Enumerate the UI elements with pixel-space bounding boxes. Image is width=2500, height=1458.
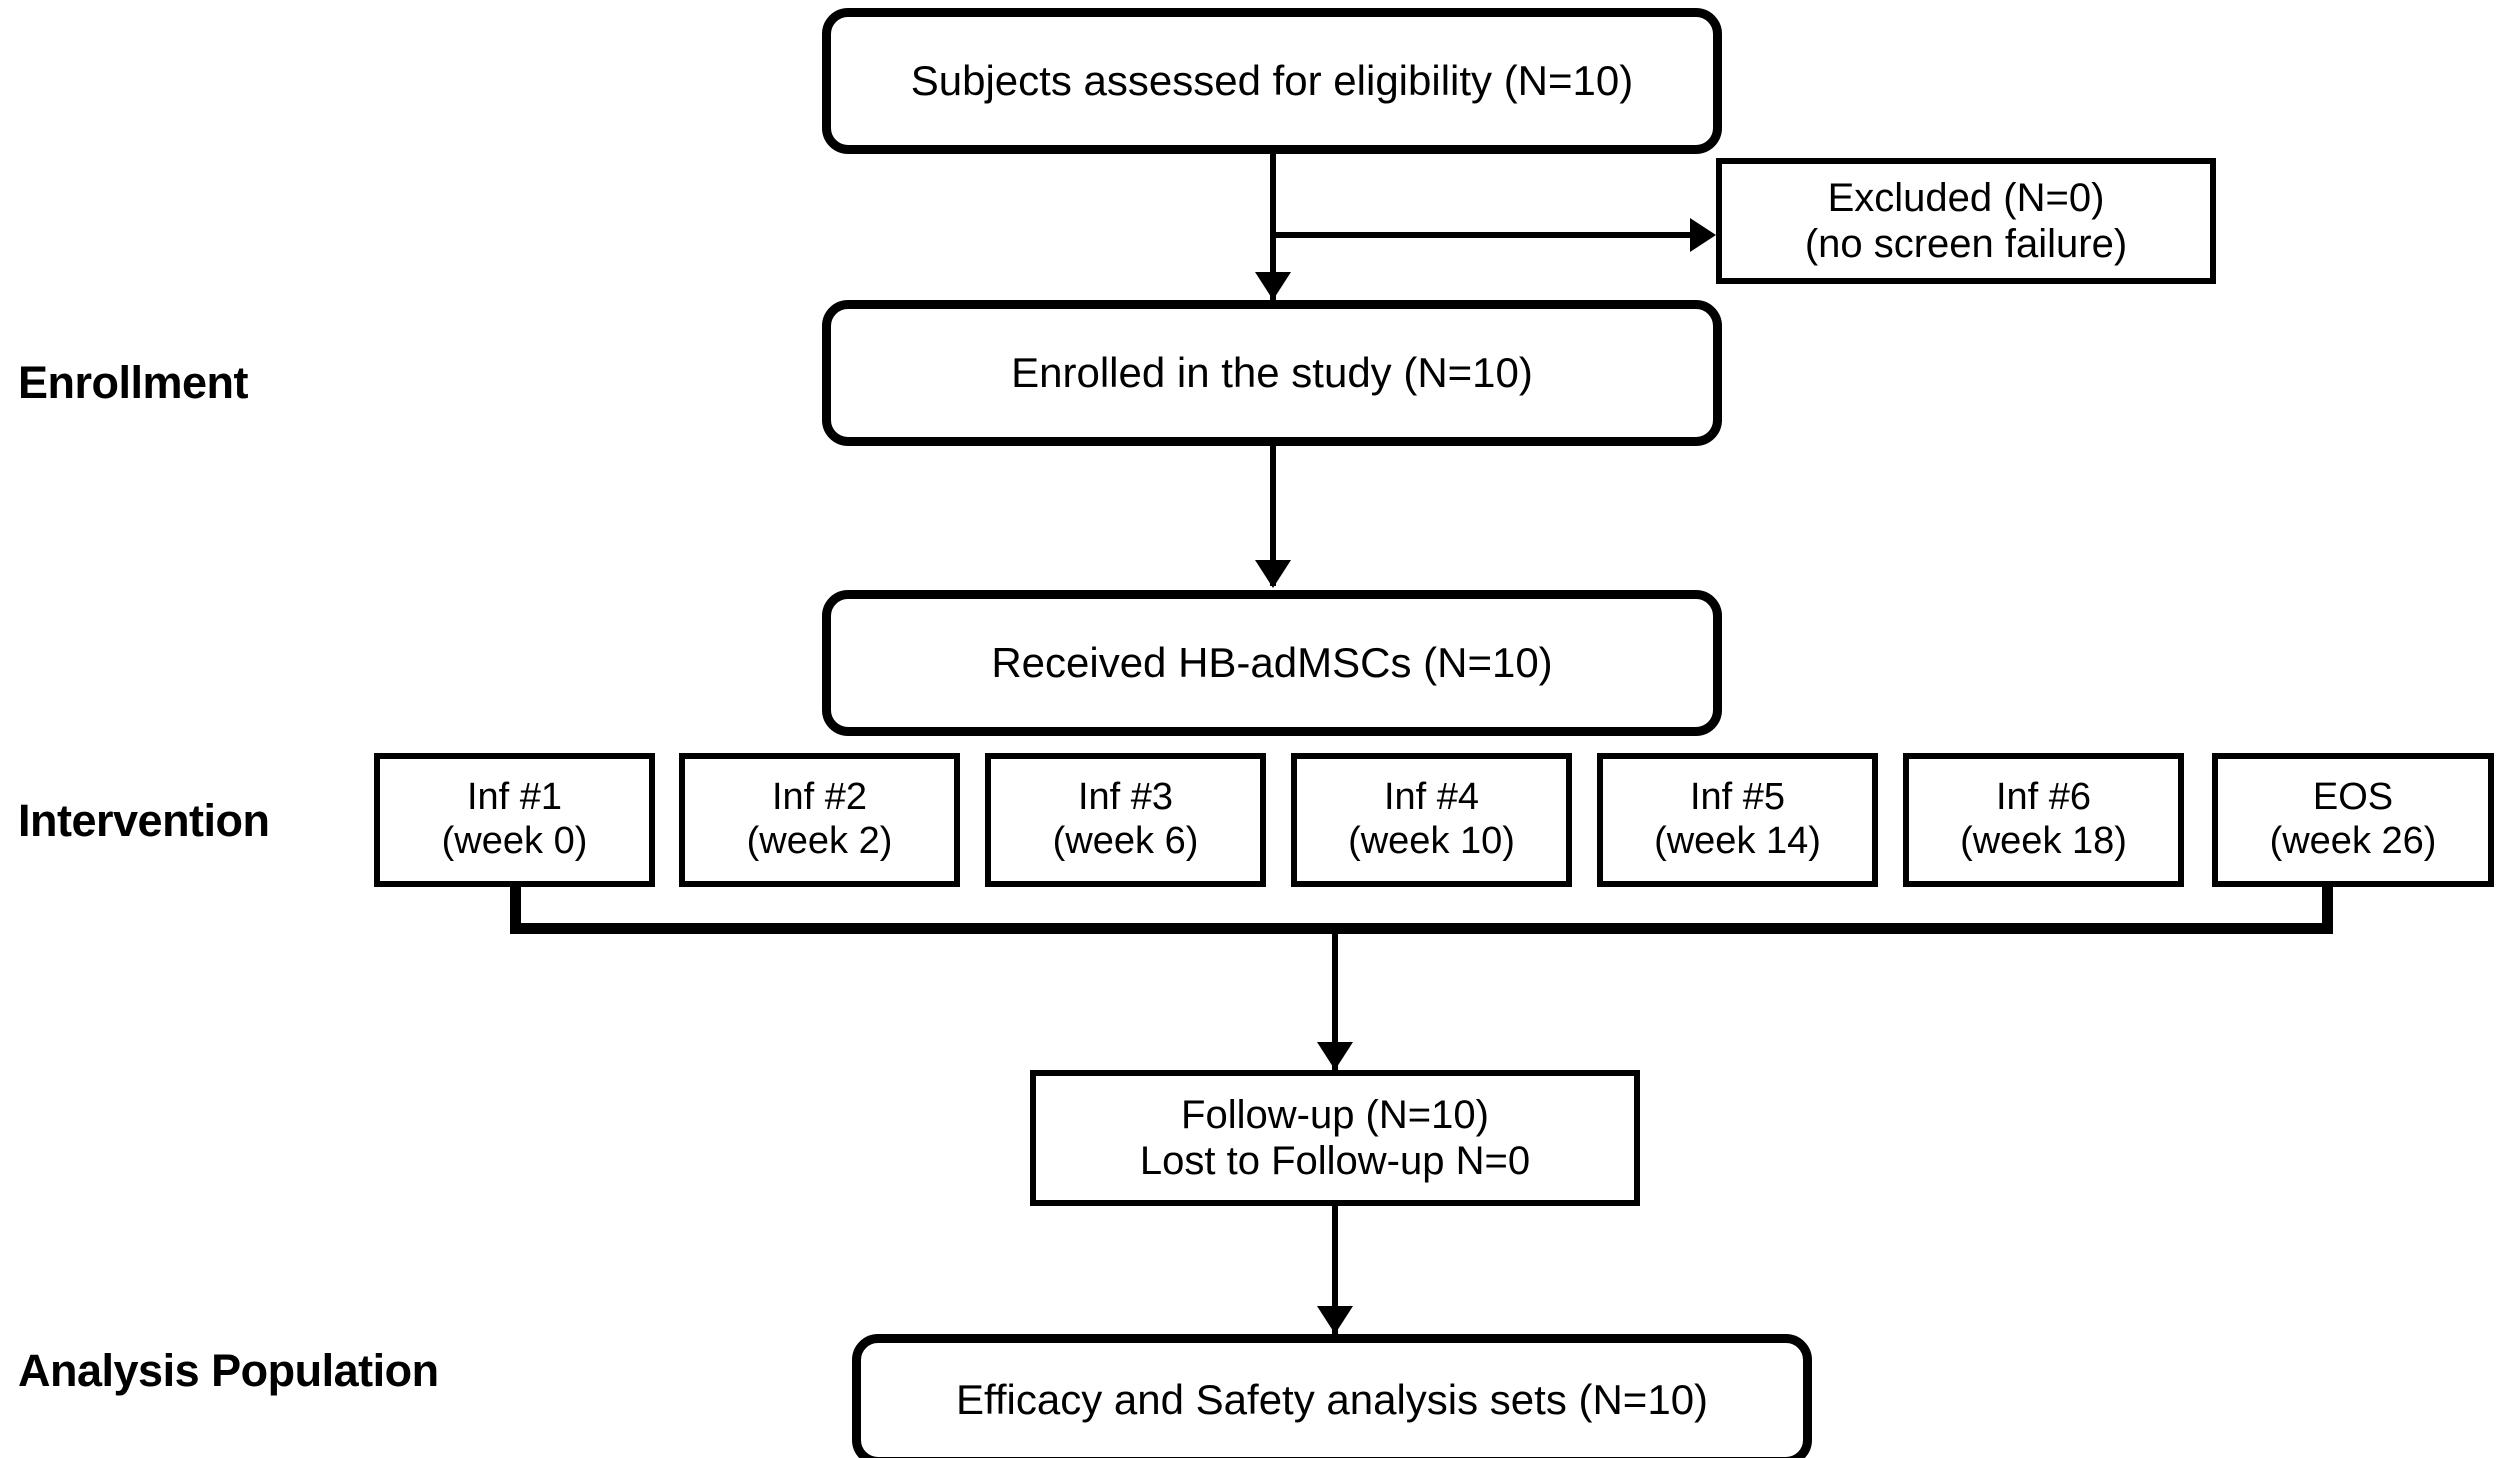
intervention-box-inf-1-line-2: (week 0) bbox=[441, 820, 588, 862]
intervention-box-inf-6: Inf #6 (week 18) bbox=[1903, 753, 2184, 887]
node-analysis-sets-text: Efficacy and Safety analysis sets (N=10) bbox=[955, 1375, 1709, 1423]
intervention-box-eos-line-1: EOS bbox=[2312, 776, 2394, 819]
intervention-box-inf-3: Inf #3 (week 6) bbox=[985, 753, 1266, 887]
intervention-box-inf-6-line-2: (week 18) bbox=[1960, 820, 2127, 862]
stage-label-analysis-population: Analysis Population bbox=[18, 1345, 439, 1396]
node-follow-up-line-1: Follow-up (N=10) bbox=[1181, 1093, 1489, 1137]
intervention-box-inf-5-line-1: Inf #5 bbox=[1689, 776, 1786, 819]
stage-label-intervention: Intervention bbox=[18, 795, 270, 846]
node-follow-up: Follow-up (N=10) Lost to Follow-up N=0 bbox=[1030, 1070, 1640, 1206]
stage-label-enrollment: Enrollment bbox=[18, 357, 249, 408]
intervention-box-inf-5-line-2: (week 14) bbox=[1654, 820, 1821, 862]
connector-intervention-left-riser bbox=[510, 884, 521, 934]
intervention-box-inf-3-line-2: (week 6) bbox=[1052, 820, 1199, 862]
intervention-box-inf-4: Inf #4 (week 10) bbox=[1291, 753, 1572, 887]
arrowhead-assessed-to-enrolled bbox=[1255, 272, 1291, 300]
intervention-box-inf-6-line-1: Inf #6 bbox=[1995, 776, 2092, 819]
arrowhead-assessed-to-excluded bbox=[1690, 218, 1716, 252]
connector-collector-to-followup bbox=[1332, 934, 1338, 1070]
node-received-hb-admscs-text: Received HB-adMSCs (N=10) bbox=[991, 638, 1553, 686]
intervention-box-inf-4-line-1: Inf #4 bbox=[1383, 776, 1480, 819]
connector-assessed-to-enrolled bbox=[1270, 154, 1276, 300]
connector-enrolled-to-received bbox=[1270, 446, 1276, 586]
intervention-box-inf-2-line-2: (week 2) bbox=[746, 820, 893, 862]
node-subjects-assessed: Subjects assessed for eligibility (N=10) bbox=[822, 8, 1722, 154]
arrowhead-enrolled-to-received bbox=[1255, 560, 1291, 588]
intervention-box-eos-line-2: (week 26) bbox=[2269, 820, 2437, 862]
intervention-box-inf-3-line-1: Inf #3 bbox=[1077, 776, 1174, 819]
arrowhead-followup-to-analysis bbox=[1317, 1306, 1353, 1334]
node-enrolled-in-study-text: Enrolled in the study (N=10) bbox=[1011, 348, 1533, 396]
intervention-box-inf-4-line-2: (week 10) bbox=[1348, 820, 1515, 862]
node-excluded-line-2: (no screen failure) bbox=[1804, 222, 2128, 266]
intervention-box-inf-2: Inf #2 (week 2) bbox=[679, 753, 960, 887]
intervention-box-inf-2-line-1: Inf #2 bbox=[771, 776, 868, 819]
arrowhead-collector-to-followup bbox=[1317, 1042, 1353, 1070]
intervention-box-inf-5: Inf #5 (week 14) bbox=[1597, 753, 1878, 887]
intervention-box-inf-1-line-1: Inf #1 bbox=[466, 776, 563, 819]
intervention-box-eos: EOS (week 26) bbox=[2212, 753, 2494, 887]
node-excluded: Excluded (N=0) (no screen failure) bbox=[1716, 158, 2216, 284]
node-enrolled-in-study: Enrolled in the study (N=10) bbox=[822, 300, 1722, 446]
connector-assessed-to-excluded bbox=[1270, 232, 1700, 238]
node-follow-up-line-2: Lost to Follow-up N=0 bbox=[1139, 1139, 1531, 1183]
node-received-hb-admscs: Received HB-adMSCs (N=10) bbox=[822, 590, 1722, 736]
intervention-box-inf-1: Inf #1 (week 0) bbox=[374, 753, 655, 887]
connector-followup-to-analysis bbox=[1332, 1206, 1338, 1334]
connector-intervention-collector-bar bbox=[510, 923, 2333, 934]
node-analysis-sets: Efficacy and Safety analysis sets (N=10) bbox=[852, 1334, 1812, 1458]
node-subjects-assessed-text: Subjects assessed for eligibility (N=10) bbox=[910, 56, 1634, 104]
connector-intervention-right-riser bbox=[2322, 884, 2333, 934]
node-excluded-line-1: Excluded (N=0) bbox=[1827, 176, 2105, 220]
